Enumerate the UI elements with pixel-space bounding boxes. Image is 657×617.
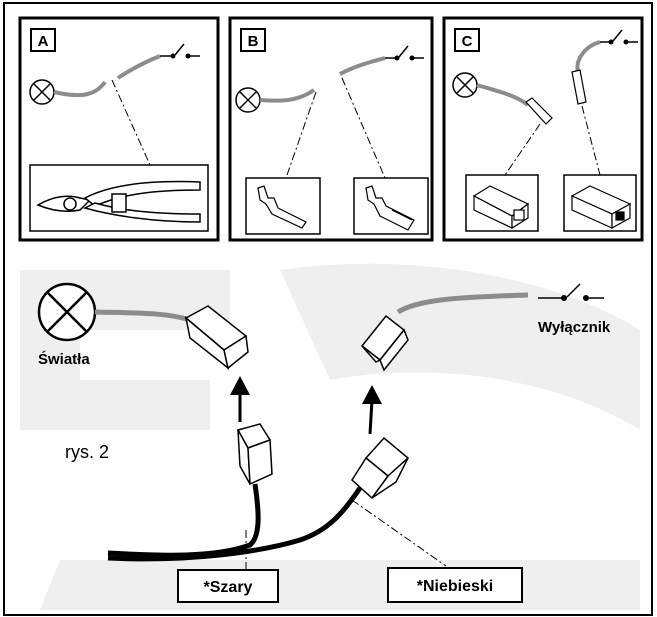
wire-grey-b1 [259, 88, 316, 103]
figure-label: rys. 2 [65, 442, 109, 462]
switch-icon-c [600, 29, 638, 45]
wire-grey-switch [396, 292, 529, 315]
panel-b-letter: B [248, 33, 259, 50]
leader-line-blue [351, 499, 447, 567]
panel-c: C [442, 16, 644, 242]
harness-wire-grey [107, 483, 261, 558]
panel-b: B [228, 16, 434, 242]
male-terminal-small-icon [571, 69, 587, 105]
blue-wire-label: *Niebieski [417, 578, 493, 595]
leader-line-b2 [341, 77, 386, 179]
wire-grey-c2 [575, 40, 601, 73]
wire-grey-lamp [94, 309, 191, 323]
wire-grey-c1 [476, 83, 530, 107]
female-housing-icon [472, 185, 530, 230]
panel-a-letter: A [38, 33, 49, 50]
lamp-icon-main [37, 282, 97, 342]
switch-icon-main [538, 283, 604, 301]
connector-lamp-side [184, 305, 249, 370]
main-diagram: Światła Wyłącznik [37, 282, 611, 603]
leader-line-c2 [581, 105, 601, 176]
connector-blue-harness [351, 436, 410, 500]
panel-a-badge [30, 28, 56, 52]
lights-label: Światła [38, 350, 90, 368]
switch-icon-a [160, 43, 200, 59]
harness-wire-blue [107, 486, 363, 562]
lamp-icon-c [452, 72, 478, 98]
male-housing-icon [570, 185, 632, 230]
female-terminal-small-icon [525, 97, 553, 125]
grey-label-box [177, 569, 279, 603]
female-terminal-box [353, 177, 429, 235]
grey-wire-label: *Szary [204, 579, 253, 596]
panel-c-letter: C [462, 33, 473, 50]
connector-grey-harness [236, 423, 273, 486]
lamp-icon-a [29, 79, 55, 105]
outer-frame [3, 2, 653, 616]
pliers-icon [36, 180, 201, 223]
panel-b-badge [240, 28, 266, 52]
panel-a: A [18, 16, 220, 242]
male-terminal-icon [257, 185, 307, 229]
leader-line-c1 [504, 123, 541, 176]
wire-grey-b2 [339, 56, 386, 76]
switch-label: Wyłącznik [538, 319, 611, 336]
wire-grey-a2 [116, 54, 161, 80]
connector-switch-side [360, 314, 409, 372]
arrow-up-icon [362, 385, 382, 435]
male-terminal-box [245, 177, 321, 235]
lamp-icon-b [235, 87, 261, 113]
female-terminal-icon [365, 185, 415, 231]
switch-icon-b [385, 45, 424, 61]
panel-c-badge [454, 28, 480, 52]
leader-line-b1 [285, 91, 317, 179]
arrow-up-icon [230, 376, 250, 422]
wire-grey-a1 [53, 80, 107, 98]
blue-label-box [387, 567, 523, 603]
